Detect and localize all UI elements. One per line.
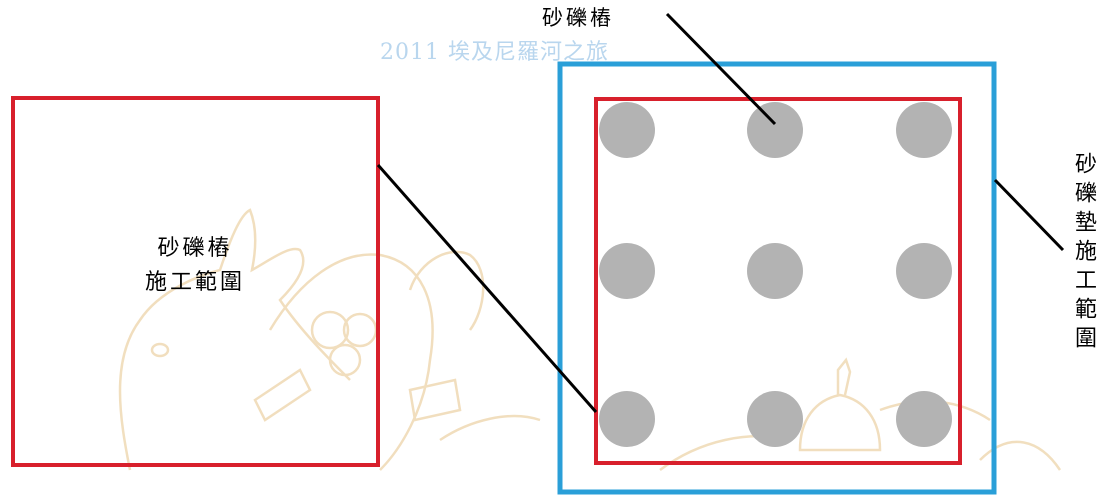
sand-pile [599,102,655,158]
sand-pile [896,243,952,299]
pile-range-frame-left [11,96,380,467]
gravel-pad-range-label: 砂礫墊施工範圍 [1071,152,1096,355]
leader-line-pile-range [376,164,598,413]
gravel-pad-frame [557,61,997,495]
sand-pile-grid [599,102,952,447]
pile-range-label-line1: 砂礫樁 [157,236,233,261]
leader-line-sand-pile [665,12,777,126]
pile-range-label: 砂礫樁 施工範圍 [120,232,270,300]
pile-range-label-line2: 施工範圍 [144,270,245,295]
sand-pile [747,243,803,299]
sand-pile-label: 砂礫樁 [542,6,614,30]
sand-pile [896,391,952,447]
sand-pile [747,391,803,447]
sand-pile [896,102,952,158]
sand-pile [747,102,803,158]
pile-range-frame-plan [594,97,962,465]
leader-line-gravel-pad [993,178,1065,252]
watermark-text: 2011 埃及尼羅河之旅 [380,40,609,65]
sand-pile [599,243,655,299]
sand-pile [599,391,655,447]
